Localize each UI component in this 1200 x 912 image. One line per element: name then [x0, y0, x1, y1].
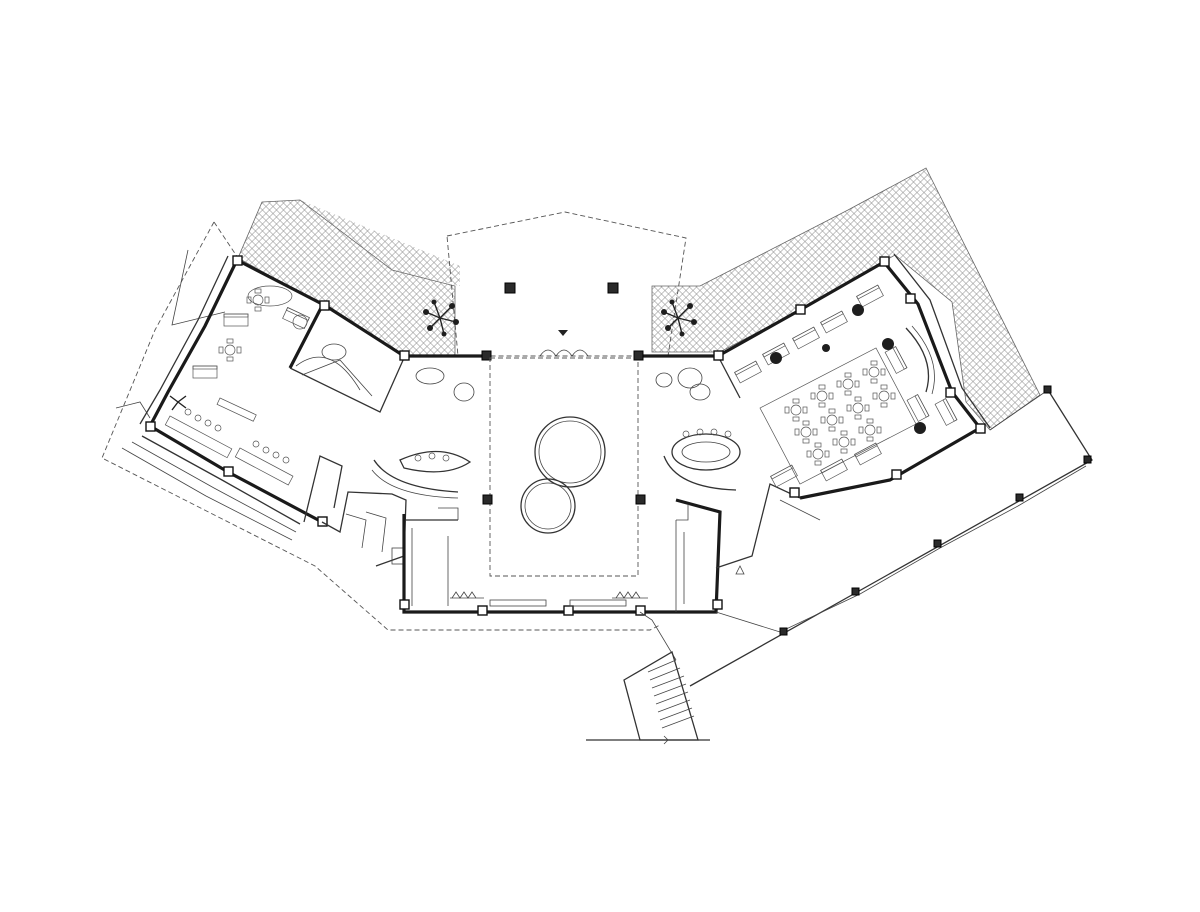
- planter-icon: [852, 304, 864, 316]
- exterior-stair: [586, 651, 710, 745]
- tree-icon: [423, 299, 459, 337]
- exterior-terrace: [639, 385, 1093, 687]
- site-outline: [101, 221, 661, 631]
- entrance-canopy: [446, 211, 687, 357]
- entrance-marker-icon: [558, 330, 568, 336]
- restroom-core: [303, 455, 723, 616]
- left-wing-lounge: [121, 255, 492, 541]
- entrance-doors: [539, 349, 589, 357]
- reception-desk-right: [663, 428, 741, 491]
- planter-icon: [882, 338, 894, 350]
- tree-icon: [661, 299, 697, 337]
- planter-icon: [770, 352, 782, 364]
- planter-icon: [914, 422, 926, 434]
- bar-counter-left: [164, 408, 233, 459]
- plant-icon: [169, 395, 187, 411]
- banquet-table-area: [759, 347, 917, 485]
- right-wing-dining: [633, 253, 991, 575]
- reception-desk-left: [371, 450, 472, 499]
- bar-counter-right: [234, 440, 294, 486]
- central-atrium: [371, 349, 741, 577]
